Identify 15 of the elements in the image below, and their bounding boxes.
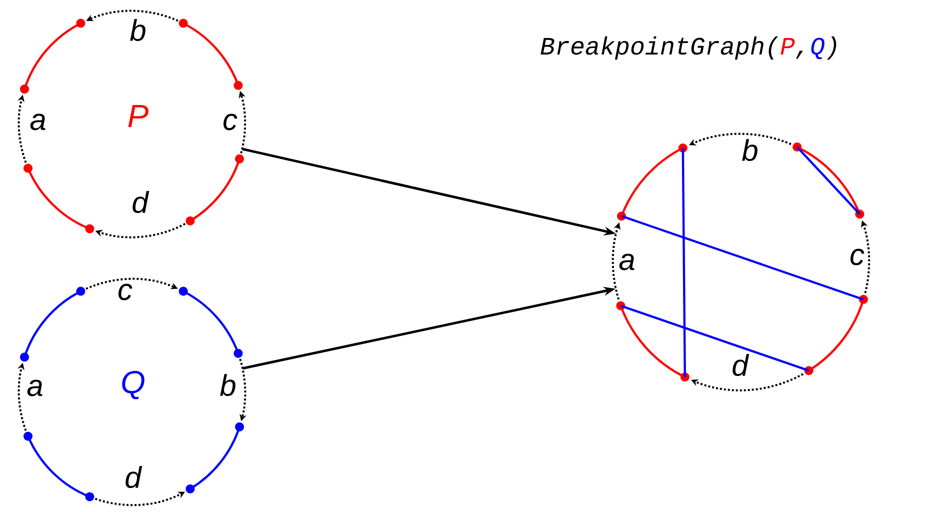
segment-label: a: [30, 114, 46, 130]
segment-label: c: [850, 248, 864, 266]
segment-label: b: [130, 18, 146, 42]
segment-label: c: [118, 284, 132, 300]
segment-label: a: [27, 380, 42, 396]
segment-label: d: [126, 466, 142, 488]
graph-title: BreakpointGraph(P, Q): [540, 36, 836, 60]
segment-label: b: [742, 138, 758, 162]
segment-label: d: [732, 354, 750, 376]
genome-name: Q: [122, 370, 144, 400]
segment-label: b: [220, 374, 236, 396]
segment-label: d: [132, 190, 150, 214]
genome-name: P: [128, 105, 148, 127]
segment-label: a: [619, 254, 634, 270]
segment-label: c: [224, 114, 238, 130]
